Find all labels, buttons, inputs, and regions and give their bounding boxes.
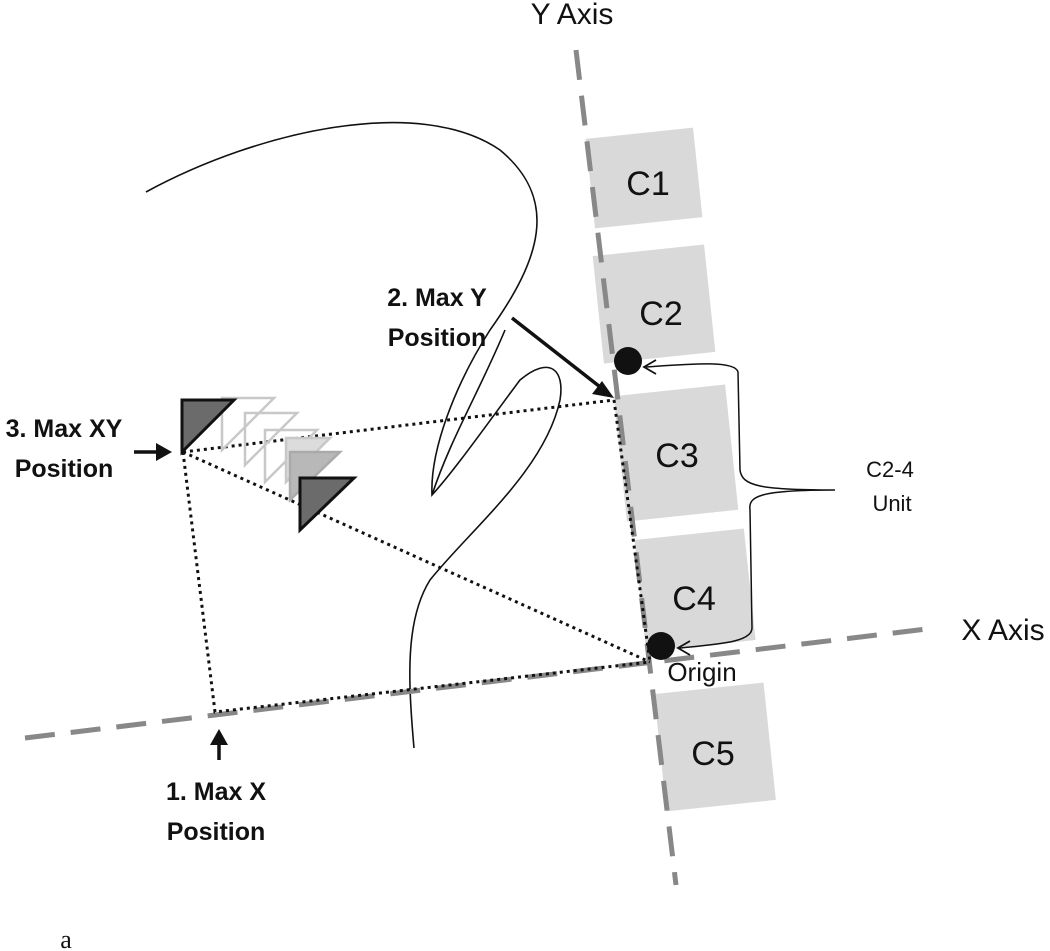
- unit-arrow-top: [642, 359, 657, 375]
- y-axis-line: [573, 49, 679, 886]
- unit-arrow-bottom: [676, 640, 691, 656]
- max-xy-label-line2: Position: [15, 455, 114, 483]
- vertebra-label-c2: C2: [639, 295, 682, 333]
- max-x-label-line2: Position: [167, 818, 266, 846]
- marker-ghost-2: [243, 411, 301, 469]
- max-y-arrow-head: [592, 381, 614, 398]
- max-xy-to-max-y-line: [182, 398, 615, 454]
- vertebra-c4: [634, 528, 756, 652]
- c2-reference-dot: [614, 347, 642, 375]
- vertebra-label-c3: C3: [655, 437, 698, 475]
- x-axis-line: [24, 625, 936, 741]
- max-x-arrow-head: [210, 729, 228, 745]
- neck-inner-outline: [431, 329, 506, 496]
- head-outline: [145, 121, 562, 749]
- max-x-label-line1: 1. Max X: [166, 778, 266, 806]
- vertebra-label-c1: C1: [626, 165, 669, 203]
- vertebra-c1: [585, 127, 703, 229]
- unit-label-line2: Unit: [872, 491, 911, 516]
- max-y-arrow: [510, 316, 606, 392]
- max-xy-arrow-head: [156, 443, 172, 461]
- marker-start-triangle: [298, 476, 358, 534]
- figure-label: a: [60, 925, 72, 951]
- vertebra-label-c4: C4: [672, 580, 715, 618]
- max-y-label-line2: Position: [388, 324, 487, 352]
- marker-max-xy-triangle: [180, 398, 238, 456]
- unit-bracket: [645, 363, 836, 649]
- y-axis-label: Y Axis: [531, 0, 614, 31]
- max-xy-label-line1: 3. Max XY: [6, 415, 123, 443]
- origin-dot: [647, 632, 675, 660]
- origin-label: Origin: [667, 657, 736, 687]
- marker-ghost-1: [220, 396, 278, 454]
- max-y-vertical-line: [612, 399, 652, 663]
- x-axis-label: X Axis: [961, 614, 1044, 647]
- vertebra-c5: [654, 682, 776, 812]
- vertebra-label-c5: C5: [691, 735, 734, 773]
- max-y-label-line1: 2. Max Y: [387, 284, 487, 312]
- max-xy-to-origin-line: [182, 450, 651, 664]
- vertebra-c3: [613, 384, 739, 522]
- max-xy-dotted-path: [181, 451, 651, 714]
- vertebra-c2: [592, 244, 716, 364]
- unit-label-line1: C2-4: [866, 457, 914, 482]
